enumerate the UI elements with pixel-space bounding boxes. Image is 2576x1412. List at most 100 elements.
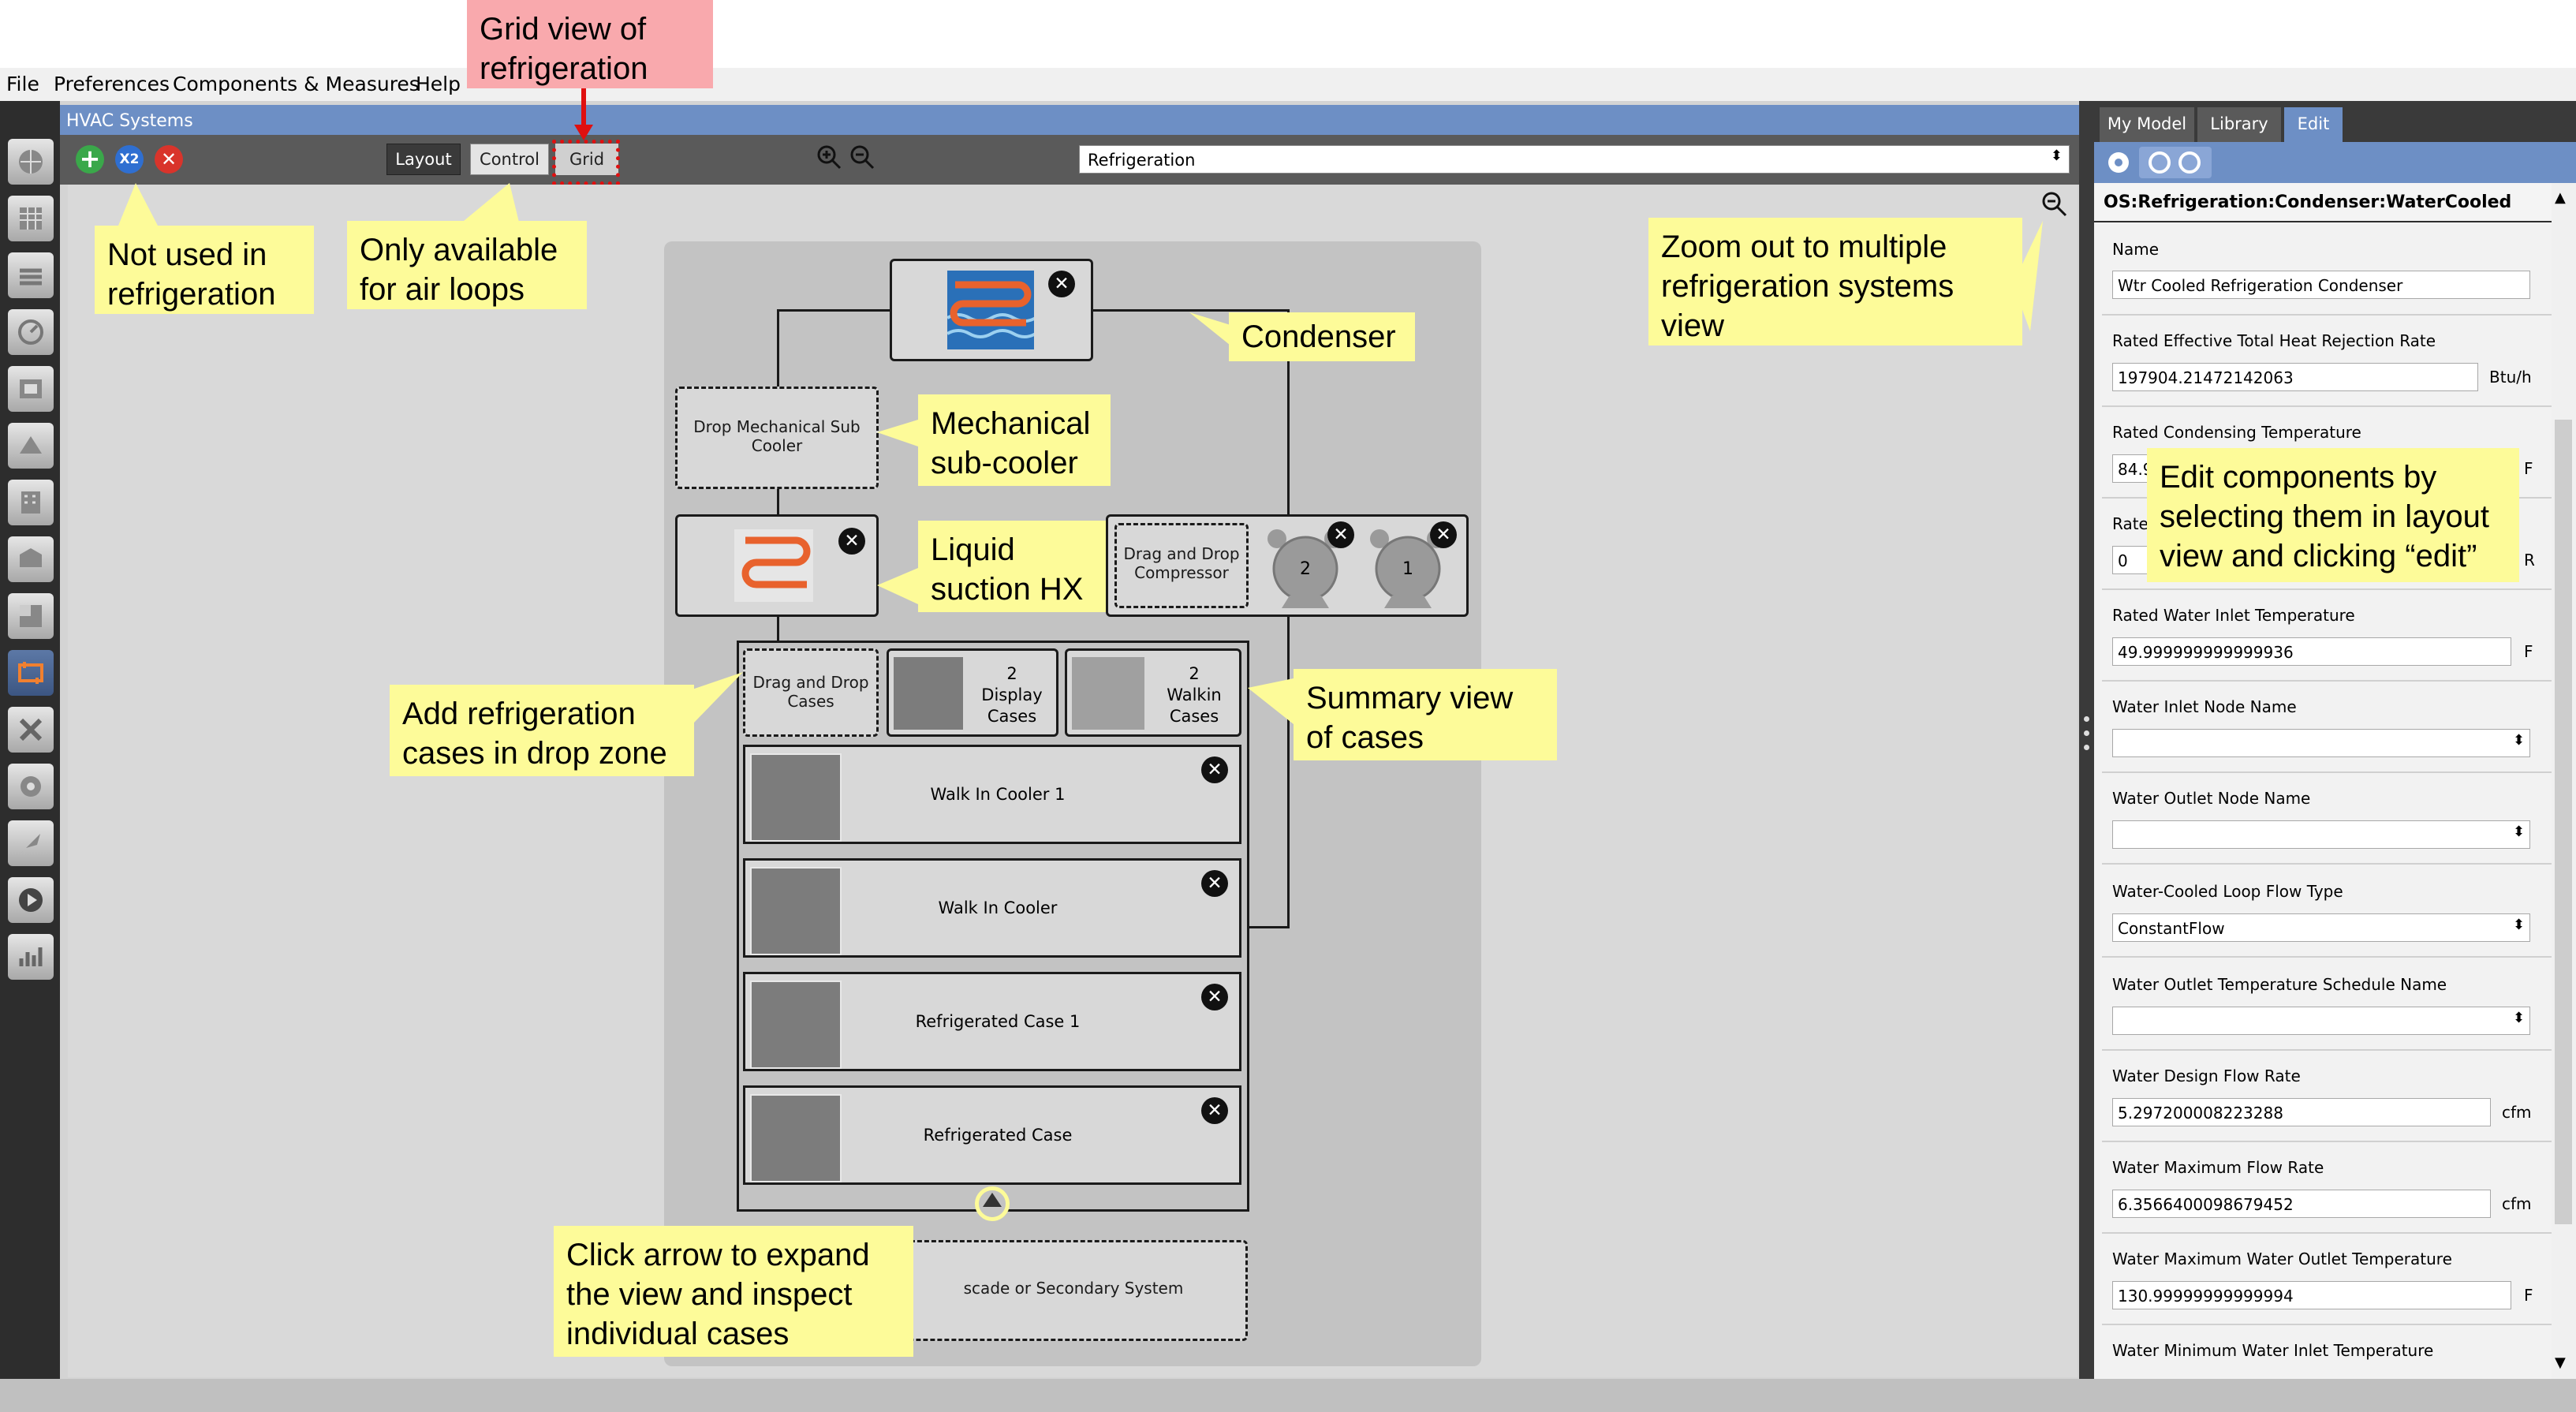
menu-help[interactable]: Help — [416, 73, 461, 95]
scroll-thumb[interactable] — [2555, 420, 2572, 1224]
system-select-value: Refrigeration — [1088, 151, 1196, 170]
loop-flow-type-select[interactable]: ConstantFlow — [2112, 913, 2530, 942]
walkin-cases-summary[interactable]: 2 Walkin Cases — [1065, 648, 1241, 737]
heat-rejection-rate-field[interactable]: 197904.21472142063 — [2112, 363, 2478, 391]
liquid-suction-hx-node[interactable]: ✕ — [675, 514, 879, 617]
walkin-case-thumbnail — [1072, 657, 1144, 730]
menu-file[interactable]: File — [6, 73, 39, 95]
field-label: Water Minimum Water Inlet Temperature — [2112, 1341, 2434, 1360]
select-arrows-icon: ⬍ — [2513, 824, 2526, 840]
condenser-node[interactable]: ✕ — [890, 259, 1093, 361]
field-unit: R — [2524, 551, 2535, 570]
field-label: Water Maximum Flow Rate — [2112, 1158, 2324, 1177]
field-label: Water Outlet Node Name — [2112, 789, 2311, 808]
run-simulation-tab-icon[interactable] — [8, 877, 54, 923]
field-label: Water Design Flow Rate — [2112, 1066, 2301, 1085]
connector-line — [1287, 612, 1290, 928]
hvac-systems-tab-icon[interactable] — [8, 650, 54, 696]
drop-cases-zone[interactable]: Drag and Drop Cases — [743, 648, 879, 737]
max-outlet-temperature-field[interactable]: 130.99999999999994 — [2112, 1281, 2511, 1309]
scroll-down-icon[interactable]: ▼ — [2555, 1354, 2566, 1371]
constructions-tab-icon[interactable] — [8, 252, 54, 298]
field-label: Name — [2112, 240, 2160, 259]
name-field[interactable]: Wtr Cooled Refrigeration Condenser — [2112, 271, 2530, 299]
layout-view-button[interactable]: Layout — [386, 144, 461, 175]
water-inlet-temperature-field[interactable]: 49.999999999999936 — [2112, 637, 2511, 666]
thermal-zones-tab-icon[interactable] — [8, 593, 54, 639]
panel-splitter[interactable] — [2079, 101, 2094, 1379]
outlet-temperature-schedule-select[interactable] — [2112, 1007, 2530, 1035]
zoom-out-systems-icon[interactable] — [2041, 191, 2068, 218]
space-types-tab-icon[interactable] — [8, 366, 54, 412]
remove-compressor-icon[interactable]: ✕ — [1327, 521, 1354, 548]
remove-case-icon[interactable]: ✕ — [1201, 1097, 1228, 1124]
remove-compressor-icon[interactable]: ✕ — [1430, 521, 1457, 548]
remove-condenser-icon[interactable]: ✕ — [1048, 271, 1075, 297]
zoom-out-icon[interactable] — [849, 144, 877, 172]
callout-grid-view: Grid view of refrigeration — [467, 0, 713, 88]
case-row[interactable]: Refrigerated Case 1 ✕ — [743, 972, 1241, 1071]
delete-system-icon[interactable]: ✕ — [155, 145, 183, 174]
zoom-in-icon[interactable] — [816, 144, 844, 172]
grid-view-button[interactable]: Grid — [555, 144, 618, 175]
water-outlet-node-select[interactable] — [2112, 820, 2530, 849]
field-divider — [2102, 314, 2552, 316]
field-label: Rate — [2112, 514, 2149, 533]
case-row[interactable]: Refrigerated Case ✕ — [743, 1085, 1241, 1185]
field-divider — [2102, 863, 2552, 865]
select-arrows-icon: ⬍ — [2513, 1010, 2526, 1026]
expand-arrow-icon[interactable] — [983, 1193, 1002, 1207]
select-arrows-icon: ⬍ — [2513, 917, 2526, 933]
case-row[interactable]: Walk In Cooler ✕ — [743, 858, 1241, 958]
schedules-tab-icon[interactable] — [8, 196, 54, 241]
field-divider — [2102, 1324, 2552, 1325]
expand-arrow-highlight — [975, 1186, 1010, 1221]
site-tab-icon[interactable] — [8, 139, 54, 185]
geometry-tab-icon[interactable] — [8, 423, 54, 469]
water-inlet-node-select[interactable] — [2112, 729, 2530, 757]
drop-subcooler-zone[interactable]: Drop Mechanical Sub Cooler — [675, 387, 879, 489]
gear-icon[interactable] — [2104, 148, 2133, 177]
remove-case-icon[interactable]: ✕ — [1201, 984, 1228, 1010]
add-system-icon[interactable]: + — [76, 145, 104, 174]
field-label: Rated Condensing Temperature — [2112, 423, 2361, 442]
compressor-icon[interactable]: 2 ✕ — [1266, 521, 1354, 610]
water-design-flow-field[interactable]: 5.297200008223288 — [2112, 1098, 2491, 1126]
drop-compressor-zone[interactable]: Drag and Drop Compressor — [1114, 523, 1249, 608]
scroll-up-icon[interactable]: ▲ — [2555, 189, 2566, 206]
drop-cases-label: Drag and Drop Cases — [752, 673, 869, 711]
case-name: Refrigerated Case — [923, 1126, 1073, 1145]
remove-suction-hx-icon[interactable]: ✕ — [838, 528, 865, 555]
control-view-button[interactable]: Control — [470, 144, 549, 175]
results-summary-tab-icon[interactable] — [8, 934, 54, 980]
case-row[interactable]: Walk In Cooler 1 ✕ — [743, 745, 1241, 844]
select-arrows-icon: ⬍ — [2513, 732, 2526, 749]
grid-arrow-head — [574, 125, 593, 140]
field-divider — [2102, 1232, 2552, 1234]
menu-preferences[interactable]: Preferences — [54, 73, 170, 95]
case-thumbnail — [750, 1094, 842, 1182]
copy-system-icon[interactable]: X2 — [115, 145, 144, 174]
vertical-toolbar — [0, 101, 60, 1379]
output-variables-tab-icon[interactable] — [8, 707, 54, 753]
display-cases-summary[interactable]: 2 Display Cases — [887, 648, 1058, 737]
right-panel-scrollbar[interactable]: ▲ ▼ — [2552, 183, 2576, 1379]
callout-condenser: Condenser — [1229, 312, 1415, 361]
remove-case-icon[interactable]: ✕ — [1201, 756, 1228, 783]
field-label: Water Inlet Node Name — [2112, 697, 2297, 716]
water-max-flow-field[interactable]: 6.3566400098679452 — [2112, 1190, 2491, 1218]
case-thumbnail — [750, 867, 842, 955]
system-select[interactable]: Refrigeration ⬍ — [1079, 145, 2070, 174]
menu-components-measures[interactable]: Components & Measures — [173, 73, 420, 95]
measures-tab-icon[interactable] — [8, 820, 54, 866]
facility-tab-icon[interactable] — [8, 480, 54, 525]
loads-tab-icon[interactable] — [8, 309, 54, 355]
simulation-settings-tab-icon[interactable] — [8, 764, 54, 809]
remove-case-icon[interactable]: ✕ — [1201, 870, 1228, 897]
menu-bar — [0, 68, 2576, 101]
loop-toggle-icon[interactable] — [2139, 147, 2212, 178]
spaces-tab-icon[interactable] — [8, 536, 54, 582]
connector-line — [777, 486, 779, 517]
compressor-icon[interactable]: 1 ✕ — [1368, 521, 1457, 610]
